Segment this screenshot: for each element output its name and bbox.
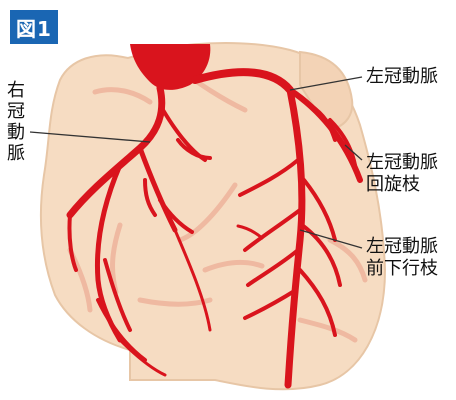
label-circumflex-line2: 回旋枝 bbox=[366, 174, 420, 195]
label-left-coronary-artery: 左冠動脈 bbox=[366, 66, 438, 87]
label-circumflex-line1: 左冠動脈 bbox=[366, 152, 438, 173]
figure-badge: 図1 bbox=[10, 10, 58, 44]
label-lad-line2: 前下行枝 bbox=[366, 258, 438, 279]
label-right-coronary-artery: 右冠動脈 bbox=[6, 80, 26, 164]
label-lad-line1: 左冠動脈 bbox=[366, 236, 438, 257]
